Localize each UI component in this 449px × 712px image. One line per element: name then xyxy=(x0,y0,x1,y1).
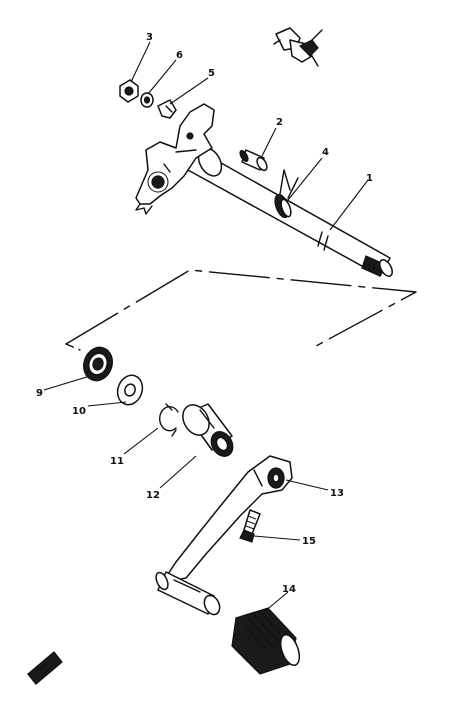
callout-labels: 3 6 5 2 4 1 9 10 11 12 13 15 14 xyxy=(36,32,373,595)
callout-4: 4 xyxy=(322,147,329,158)
pinch-bolt xyxy=(239,509,261,543)
case-boundary-outline xyxy=(65,269,417,347)
oil-seal xyxy=(83,346,113,382)
pin-part xyxy=(239,149,268,172)
shift-connector-partial xyxy=(273,27,323,67)
callout-14: 14 xyxy=(282,584,296,595)
circlip xyxy=(159,403,179,437)
callout-3: 3 xyxy=(146,32,153,43)
callout-10: 10 xyxy=(72,406,86,417)
leader-lines xyxy=(43,41,369,613)
shift-pedal xyxy=(155,455,293,616)
shift-arm-plate xyxy=(135,103,215,215)
callout-1: 1 xyxy=(366,173,373,184)
nut xyxy=(119,79,139,103)
callout-11: 11 xyxy=(110,456,124,467)
rubber-footrest-cover xyxy=(231,607,301,675)
lock-washer xyxy=(140,92,154,108)
callout-9: 9 xyxy=(36,388,43,399)
callout-13: 13 xyxy=(330,488,344,499)
callout-12: 12 xyxy=(146,490,160,501)
callout-2: 2 xyxy=(276,117,283,128)
callout-5: 5 xyxy=(208,68,215,79)
front-direction-arrow-icon xyxy=(27,651,63,685)
bushing xyxy=(182,403,234,457)
plain-washer xyxy=(116,374,144,406)
callout-6: 6 xyxy=(176,50,183,61)
callout-15: 15 xyxy=(302,536,316,547)
return-spring xyxy=(274,169,299,219)
clip xyxy=(157,99,177,119)
